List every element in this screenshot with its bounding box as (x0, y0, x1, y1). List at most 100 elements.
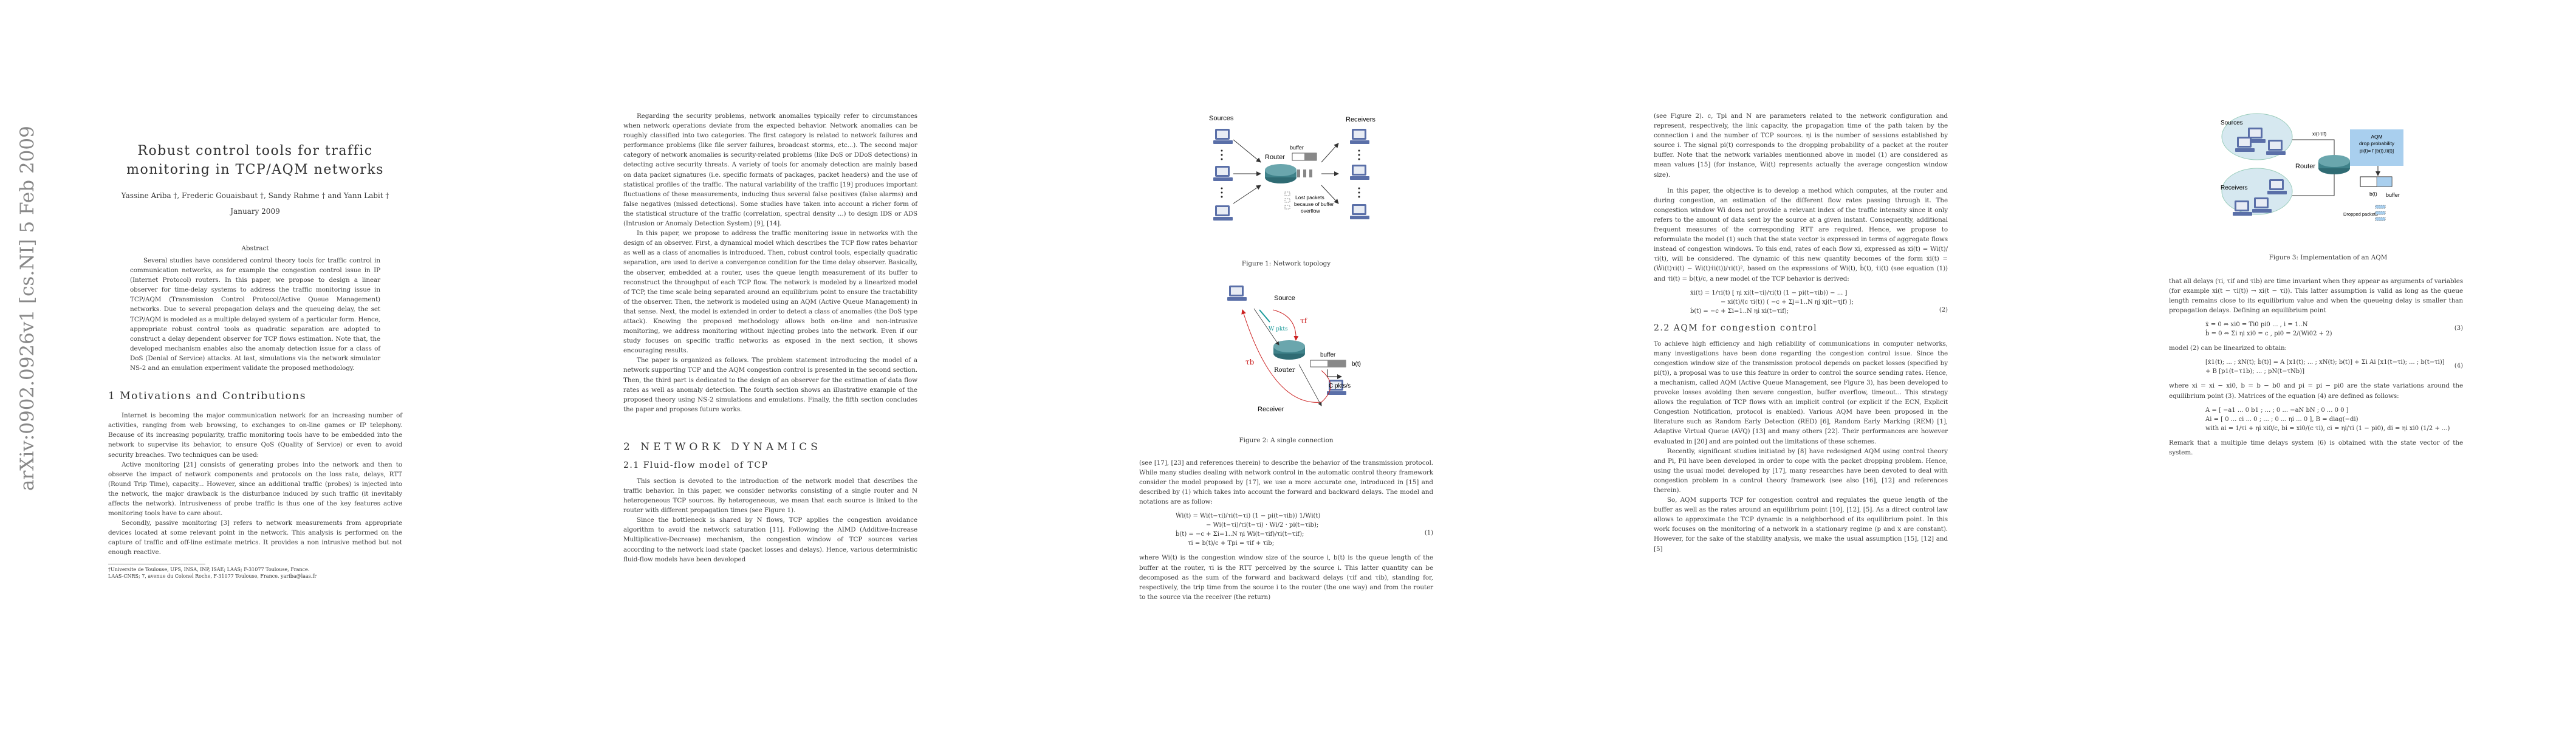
section-1-heading: 1 Motivations and Contributions (108, 390, 306, 403)
fig1-router-label: Router (1265, 154, 1285, 161)
date: January 2009 (230, 207, 280, 216)
footnote-line-1: †Universite de Toulouse, UPS, INSA, INP,… (108, 566, 310, 572)
paper-title-line-2: monitoring in TCP/AQM networks (126, 162, 384, 177)
aqm-box (2350, 129, 2403, 166)
fig1-lost-packets-label-1: Lost packets (1295, 194, 1324, 200)
equation-3: ẋ = 0 ⇔ xi0 = Ti0 pi0 ... , i = 1..N ḃ =… (2205, 320, 2463, 338)
equation-1-line: − Wi(t−τi)/τi(t−τi) · Wi/2 · pi(t−τib); (1206, 522, 1319, 529)
buffer-icon (1310, 360, 1346, 368)
page-1: arXiv:0902.0926v1 [cs.NI] 5 Feb 2009 Rob… (16, 0, 402, 729)
figure-3-aqm-implementation: Sources Receivers xi(t-τif) Router AQM d… (2221, 113, 2403, 221)
fig3-formula-label: pi(t)= f [b(t),τi(t)] (2360, 148, 2394, 154)
receiver-computer-icon (1350, 129, 1369, 144)
equation-2-line: ẋi(t) = 1/τi(t) [ ηi xi(t−τi)/τi(t) (1 −… (1690, 289, 1848, 296)
section-2-1-heading: 2.1 Fluid-flow model of TCP (623, 460, 769, 470)
fig2-w-pkts-label: W pkts (1269, 326, 1288, 332)
abstract-heading: Abstract (241, 245, 269, 252)
paragraph: where Wi(t) is the congestion window siz… (1139, 554, 1433, 601)
paragraph: The paper is organized as follows. The p… (623, 357, 917, 413)
equation-5-line: A = [ −a1 ... 0 b1 ; ... ; 0 ... −aN bN … (2205, 406, 2349, 414)
figure-1-network-topology: Sources Receivers Router buffer Lost pac… (1209, 115, 1375, 221)
equation-1-line: ḃ(t) = −c + Σi=1..N ηi Wi(t−τif)/τi(t−τi… (1176, 531, 1304, 538)
equation-3-line: ḃ = 0 ⇔ Σi ηi xi0 = c , pi0 = 2/(Wi02 + … (2205, 330, 2332, 338)
fig2-router-label: Router (1274, 367, 1295, 374)
section-2-heading: 2 NETWORK DYNAMICS (623, 440, 821, 453)
receiver-computer-icon (1350, 165, 1369, 180)
fig3-drop-probability-label: drop probability (2359, 140, 2395, 146)
source-computer-icon (1213, 129, 1233, 144)
paragraph: model (2) can be linearized to obtain: (2169, 344, 2287, 352)
paragraph: (see [17], [23] and references therein) … (1139, 459, 1433, 506)
fig2-tau-b-label: τb (1245, 358, 1255, 366)
page-4: (see Figure 2). c, Tpi and N are paramet… (1654, 0, 1948, 729)
fig1-lost-packets-label-3: overflow (1301, 208, 1321, 214)
source-computer-icon (1227, 286, 1247, 301)
equation-5-line: with ai = 1/τi + ηi xi0/c, bi = xi0/(c τ… (2205, 425, 2450, 432)
figure-1-caption: Figure 1: Network topology (1241, 260, 1331, 267)
fig1-sources-label: Sources (1209, 115, 1234, 122)
paragraph: This section is devoted to the introduct… (623, 477, 917, 515)
buffer-icon (2360, 176, 2393, 187)
fig3-bt-label: b(t) (2369, 191, 2377, 197)
fig1-receivers-label: Receivers (1346, 116, 1375, 123)
fig2-buffer-label: buffer (1320, 352, 1336, 358)
fig3-sources-label: Sources (2221, 120, 2243, 126)
source-computer-icon (1213, 166, 1233, 181)
equation-1-line: Ẇi(t) = Wi(t−τi)/τi(t−τi) (1 − pi(t−τib)… (1176, 513, 1321, 520)
router-icon (1265, 164, 1297, 183)
equation-5-line: Ai = [ 0 ... ci ... 0 ; ... ; 0 ... ηi .… (2205, 416, 2358, 423)
equation-2: ẋi(t) = 1/τi(t) [ ηi xi(t−τi)/τi(t) (1 −… (1690, 289, 1948, 316)
fig2-tau-f-label: τf (1300, 317, 1308, 325)
equation-3-line: ẋ = 0 ⇔ xi0 = Ti0 pi0 ... , i = 1..N (2205, 321, 2308, 329)
fig3-x-label: xi(t-τif) (2312, 131, 2326, 137)
authors: Yassine Ariba †, Frederic Gouaisbaut †, … (121, 191, 389, 200)
equation-2-line: ḃ(t) = −c + Σi=1..N ηi xi(t−τif); (1690, 307, 1789, 315)
router-icon (1273, 340, 1305, 360)
equation-1-line: τi = b(t)/c + Tpi = τif + τib; (1188, 540, 1275, 547)
abstract-text: Several studies have considered control … (130, 257, 380, 372)
fig3-aqm-label: AQM (2371, 134, 2382, 140)
equation-1-number: (1) (1424, 530, 1433, 537)
footnote: †Universite de Toulouse, UPS, INSA, INP,… (108, 563, 317, 580)
fig3-router-label: Router (2295, 163, 2315, 170)
equation-4-number: (4) (2454, 363, 2463, 370)
receiver-computer-icon (1350, 204, 1369, 219)
figure-2-single-connection: Source W pkts τf τb Router buffer b(t) C… (1227, 286, 1361, 413)
paragraph: that all delays (τi, τif and τib) are ti… (2169, 278, 2463, 315)
fig3-dropped-packets-label: Dropped packets (2343, 211, 2378, 217)
paragraph: Active monitoring [21] consists of gener… (108, 460, 402, 518)
equation-4: [ẋ1(t); ... ; ẋN(t); ḃ(t)] = A [x1(t); .… (2205, 358, 2463, 376)
paragraph: In this paper, the objective is to devel… (1654, 187, 1948, 282)
paragraph: Regarding the security problems, network… (623, 112, 917, 228)
fig2-receiver-label: Receiver (1258, 406, 1284, 413)
fig2-source-label: Source (1274, 295, 1295, 302)
fig1-buffer-label: buffer (1290, 145, 1304, 151)
paragraph: To achieve high efficiency and high reli… (1654, 340, 1948, 445)
paragraph: where xi = xi − xi0, b = b − b0 and pi =… (2169, 382, 2463, 400)
paragraph: Recently, significant studies initiated … (1654, 447, 1948, 494)
arxiv-stamp: arXiv:0902.0926v1 [cs.NI] 5 Feb 2009 (16, 126, 38, 491)
buffer-icon (1292, 152, 1317, 161)
page-3: Sources Receivers Router buffer Lost pac… (1139, 0, 1433, 729)
fig3-buffer-label: buffer (2386, 192, 2400, 198)
fig1-lost-packets-label-2: because of buffer (1294, 201, 1334, 207)
paragraph: (see Figure 2). c, Tpi and N are paramet… (1654, 112, 1948, 179)
paragraph: Secondly, passive monitoring [3] refers … (108, 519, 402, 556)
paragraph: Internet is becoming the major communica… (108, 412, 402, 459)
equation-2-number: (2) (1939, 306, 1948, 313)
section-2-2-heading: 2.2 AQM for congestion control (1654, 323, 1818, 333)
source-computer-icon (1213, 205, 1233, 221)
footnote-line-2: LAAS-CNRS; 7, avenue du Colonel Roche, F… (108, 573, 317, 579)
equation-3-number: (3) (2454, 325, 2463, 332)
paragraph: In this paper, we propose to address the… (623, 230, 917, 355)
paper-title-line-1: Robust control tools for traffic (137, 143, 373, 159)
figure-3-caption: Figure 3: Implementation of an AQM (2269, 254, 2388, 261)
equation-5: A = [ −a1 ... 0 b1 ; ... ; 0 ... −aN bN … (2205, 406, 2463, 433)
equation-1: Ẇi(t) = Wi(t−τi)/τi(t−τi) (1 − pi(t−τib)… (1176, 512, 1433, 548)
fig2-bt-label: b(t) (1352, 361, 1361, 368)
figure-2-caption: Figure 2: A single connection (1239, 437, 1334, 444)
fig3-receivers-label: Receivers (2221, 185, 2247, 191)
page-5: Sources Receivers xi(t-τif) Router AQM d… (2169, 0, 2463, 729)
fig2-capacity-label: C pkts/s (1329, 383, 1351, 389)
paragraph: So, AQM supports TCP for congestion cont… (1654, 496, 1948, 553)
